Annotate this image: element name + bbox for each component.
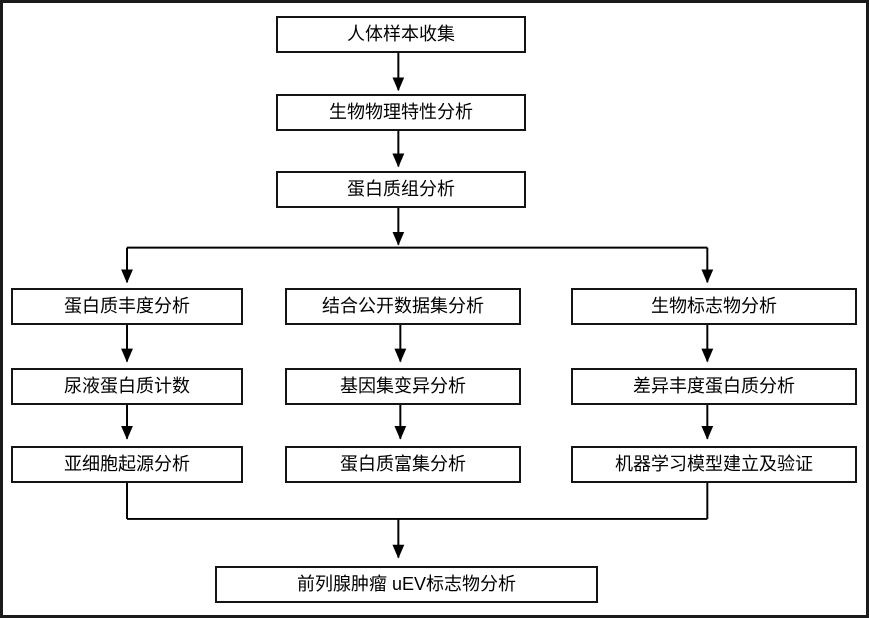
node-label: 结合公开数据集分析 <box>322 295 484 316</box>
node-label: 人体样本收集 <box>347 23 455 44</box>
node-label: 亚细胞起源分析 <box>64 453 190 474</box>
node-label: 蛋白质丰度分析 <box>64 295 190 316</box>
node-differential-abundance-analysis: 差异丰度蛋白质分析 <box>571 368 857 405</box>
node-label: 生物标志物分析 <box>651 295 777 316</box>
node-label: 基因集变异分析 <box>340 375 466 396</box>
node-biomarker-analysis: 生物标志物分析 <box>571 288 857 325</box>
node-protein-abundance-analysis: 蛋白质丰度分析 <box>11 288 243 325</box>
node-biophysical-analysis: 生物物理特性分析 <box>276 94 526 131</box>
node-label: 生物物理特性分析 <box>329 101 473 122</box>
node-label: 前列腺肿瘤 uEV标志物分析 <box>296 573 517 594</box>
node-proteome-analysis: 蛋白质组分析 <box>276 171 526 208</box>
node-label: 差异丰度蛋白质分析 <box>633 375 795 396</box>
node-uev-marker-analysis: 前列腺肿瘤 uEV标志物分析 <box>215 566 598 603</box>
node-ml-model-build-validate: 机器学习模型建立及验证 <box>571 446 857 483</box>
node-label: 蛋白质组分析 <box>347 178 455 199</box>
node-label: 蛋白质富集分析 <box>340 453 466 474</box>
node-protein-enrichment-analysis: 蛋白质富集分析 <box>285 446 521 483</box>
node-sample-collection: 人体样本收集 <box>276 16 526 53</box>
node-urine-protein-count: 尿液蛋白质计数 <box>11 368 243 405</box>
node-public-dataset-analysis: 结合公开数据集分析 <box>285 288 521 325</box>
node-label: 机器学习模型建立及验证 <box>615 453 813 474</box>
node-label: 尿液蛋白质计数 <box>64 375 190 396</box>
node-subcellular-origin-analysis: 亚细胞起源分析 <box>11 446 243 483</box>
node-gene-set-variation-analysis: 基因集变异分析 <box>285 368 521 405</box>
